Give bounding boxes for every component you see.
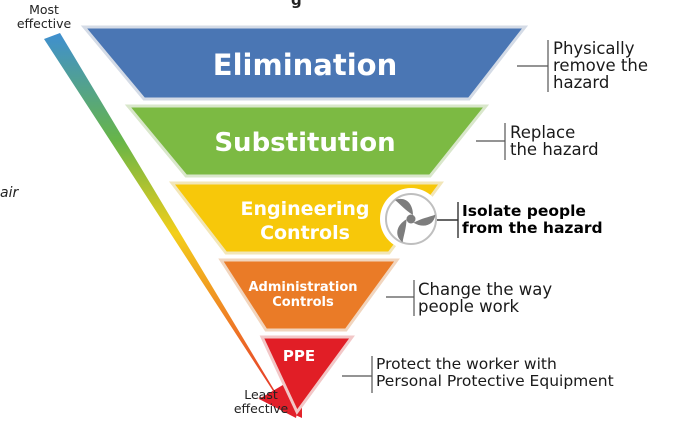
level-administration-description: Change the way people work: [418, 280, 553, 316]
least-effective-label: Least effective: [233, 387, 289, 416]
cropped-side-text: air: [0, 185, 19, 201]
connector-ppe: [342, 356, 373, 393]
level-ppe-name: PPE: [283, 347, 315, 365]
connector-engineering: [437, 202, 459, 238]
cropped-title-fragment: g: [291, 0, 302, 9]
level-ppe-description: Protect the worker with Personal Protect…: [376, 355, 614, 390]
fan-icon: [380, 188, 442, 250]
most-effective-label: Most effective: [16, 2, 72, 31]
connector-administration: [386, 280, 415, 316]
level-substitution-name: Substitution: [214, 128, 395, 158]
level-engineering-description: Isolate people from the hazard: [462, 202, 603, 237]
connector-substitution: [476, 123, 506, 160]
level-substitution-description: Replace the hazard: [510, 123, 599, 159]
level-elimination-description: Physically remove the hazard: [553, 39, 648, 92]
level-elimination-band: [80, 25, 529, 101]
level-administration-band: [218, 258, 400, 332]
level-elimination-name: Elimination: [213, 48, 397, 82]
level-substitution-band: [124, 104, 490, 178]
level-engineering-band: [168, 181, 444, 255]
effectiveness-arrow: [44, 33, 302, 418]
level-ppe-band: [259, 335, 355, 415]
connector-elimination: [517, 40, 549, 92]
